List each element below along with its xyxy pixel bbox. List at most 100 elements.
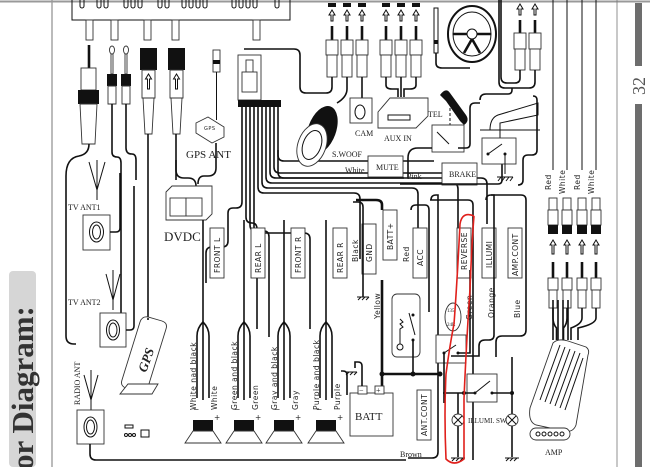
cam-label: CAM bbox=[355, 129, 373, 138]
gps-module: GPS bbox=[119, 316, 167, 438]
handbrake bbox=[479, 88, 540, 186]
rca-output-labels: Red White Red White bbox=[544, 170, 596, 194]
rca-output-plug bbox=[570, 197, 588, 340]
speaker-channel-label: REAR L bbox=[254, 243, 263, 273]
rca-output-plugs bbox=[547, 197, 602, 340]
speaker-neg-label: Gray and black bbox=[270, 346, 279, 410]
speaker-magnet bbox=[234, 420, 254, 431]
speaker-channel-label: REAR R bbox=[336, 242, 345, 273]
right-bus-lines bbox=[552, 0, 597, 170]
amp-cont-label: AMP.CONT bbox=[511, 233, 520, 276]
amp-label: AMP bbox=[545, 448, 563, 457]
aux-in-label: AUX IN bbox=[384, 134, 412, 143]
speaker-pos-sign: + bbox=[214, 413, 221, 422]
illumi-wire-label: Orange bbox=[487, 287, 496, 318]
gps-ant-label: GPS ANT bbox=[186, 149, 231, 161]
batt-wire-label: Yellow bbox=[373, 293, 382, 320]
steering-wheel bbox=[433, 5, 497, 69]
rca-inputs bbox=[244, 3, 423, 104]
tel-switch: TEL bbox=[407, 90, 480, 178]
batt-plus-sign: + bbox=[376, 386, 381, 395]
brake-label: BRAKE bbox=[449, 170, 476, 179]
speaker-magnet bbox=[193, 420, 213, 431]
camera: CAM bbox=[349, 97, 373, 138]
white-wire-label: White bbox=[345, 166, 365, 175]
mute-label: MUTE bbox=[376, 163, 399, 172]
brake-box: Pink BRAKE bbox=[400, 156, 503, 186]
rca-plug-cam bbox=[355, 3, 369, 98]
mute-box: MUTE White bbox=[277, 150, 404, 179]
speaker-pos-label: Gray bbox=[291, 390, 300, 410]
power-section: GND Black BATT+ ACC Red Yellow − + BATT bbox=[345, 194, 527, 464]
gnd-label: GND bbox=[365, 243, 374, 262]
speaker-neg-sign: − bbox=[274, 405, 281, 414]
speaker-neg-sign: − bbox=[234, 405, 241, 414]
reverse-label: REVERSE bbox=[460, 232, 469, 270]
sidebar-bar-bottom bbox=[635, 104, 642, 467]
speaker-pos-label: White bbox=[210, 386, 219, 410]
speaker-pos-sign: + bbox=[337, 413, 344, 422]
ant-cont-wire-label: Brown bbox=[400, 450, 422, 459]
section-tab bbox=[9, 271, 36, 467]
rca-plug-aux bbox=[379, 3, 423, 97]
rca-out-label: White bbox=[558, 170, 567, 194]
amp-cont-wire-label: Blue bbox=[513, 299, 522, 318]
speaker-channel-label: FRONT R bbox=[294, 236, 303, 273]
subwoofer: S.WOOF bbox=[296, 106, 363, 167]
speaker-channel-label: FRONT L bbox=[213, 237, 222, 273]
dvdc-unit: DVDC bbox=[164, 185, 213, 244]
speaker-cone bbox=[265, 430, 303, 444]
illumi-label: ILLUMI bbox=[485, 241, 494, 268]
speaker-pos-label: Green bbox=[251, 385, 260, 410]
speaker-channel-box bbox=[332, 227, 348, 279]
pink-wire-label: Pink bbox=[407, 172, 422, 181]
speaker-neg-label: Purple and black bbox=[312, 339, 321, 410]
tv-ant2: TV ANT2 bbox=[68, 186, 135, 348]
acc-wire-label: Red bbox=[402, 246, 411, 262]
amplifier: AMP bbox=[529, 300, 590, 457]
speaker-pos-label: Purple bbox=[333, 383, 342, 410]
speaker-neg-sign: − bbox=[193, 405, 200, 414]
speaker-pos-sign: + bbox=[255, 413, 262, 422]
rca-plug-sub bbox=[336, 3, 354, 104]
speaker-cone bbox=[184, 430, 222, 444]
head-unit-connector-bar bbox=[71, 0, 291, 41]
batt-label: BATT bbox=[355, 411, 383, 423]
gps-antenna-badge: GPS bbox=[204, 126, 216, 132]
rca-top-right bbox=[498, 0, 542, 89]
radio-ant: RADIO ANT bbox=[73, 362, 406, 461]
tv-ant1: TV ANT1 bbox=[68, 160, 121, 251]
rca-output-plug bbox=[577, 197, 602, 340]
acc-label: ACC bbox=[416, 249, 425, 266]
rca-out-label: White bbox=[587, 170, 596, 194]
speaker-neg-label: White nad black bbox=[189, 342, 198, 410]
section-title: or Diagram: bbox=[5, 306, 40, 467]
tv-ant1-label: TV ANT1 bbox=[68, 203, 101, 212]
speaker-cone bbox=[225, 430, 263, 444]
gear-bottom: 24R bbox=[447, 323, 456, 328]
batt-minus-sign: − bbox=[359, 386, 364, 395]
radio-ant-label: RADIO ANT bbox=[73, 362, 82, 405]
speaker-magnet bbox=[316, 420, 336, 431]
red-annotation-outline bbox=[444, 213, 475, 464]
gnd-wire-label: Black bbox=[351, 239, 360, 262]
speaker-neg-label: Green and black bbox=[230, 341, 239, 410]
gear-top: 135 bbox=[447, 309, 455, 314]
dvdc-label: DVDC bbox=[164, 229, 201, 244]
rca-plug-swoof bbox=[244, 3, 339, 94]
speaker-cone bbox=[307, 430, 345, 444]
speaker-magnet bbox=[274, 420, 294, 431]
speaker-channel-box bbox=[250, 227, 266, 279]
speaker-channel-box bbox=[209, 227, 225, 279]
ant-cont-label: ANT.CONT bbox=[420, 394, 429, 436]
gps-antenna: GPS GPS ANT bbox=[175, 49, 231, 187]
batt-plus-label: BATT+ bbox=[386, 222, 395, 250]
sidebar-bar-top bbox=[635, 3, 642, 66]
illumi-sw-label: ILLUMI. SW. bbox=[468, 417, 508, 425]
